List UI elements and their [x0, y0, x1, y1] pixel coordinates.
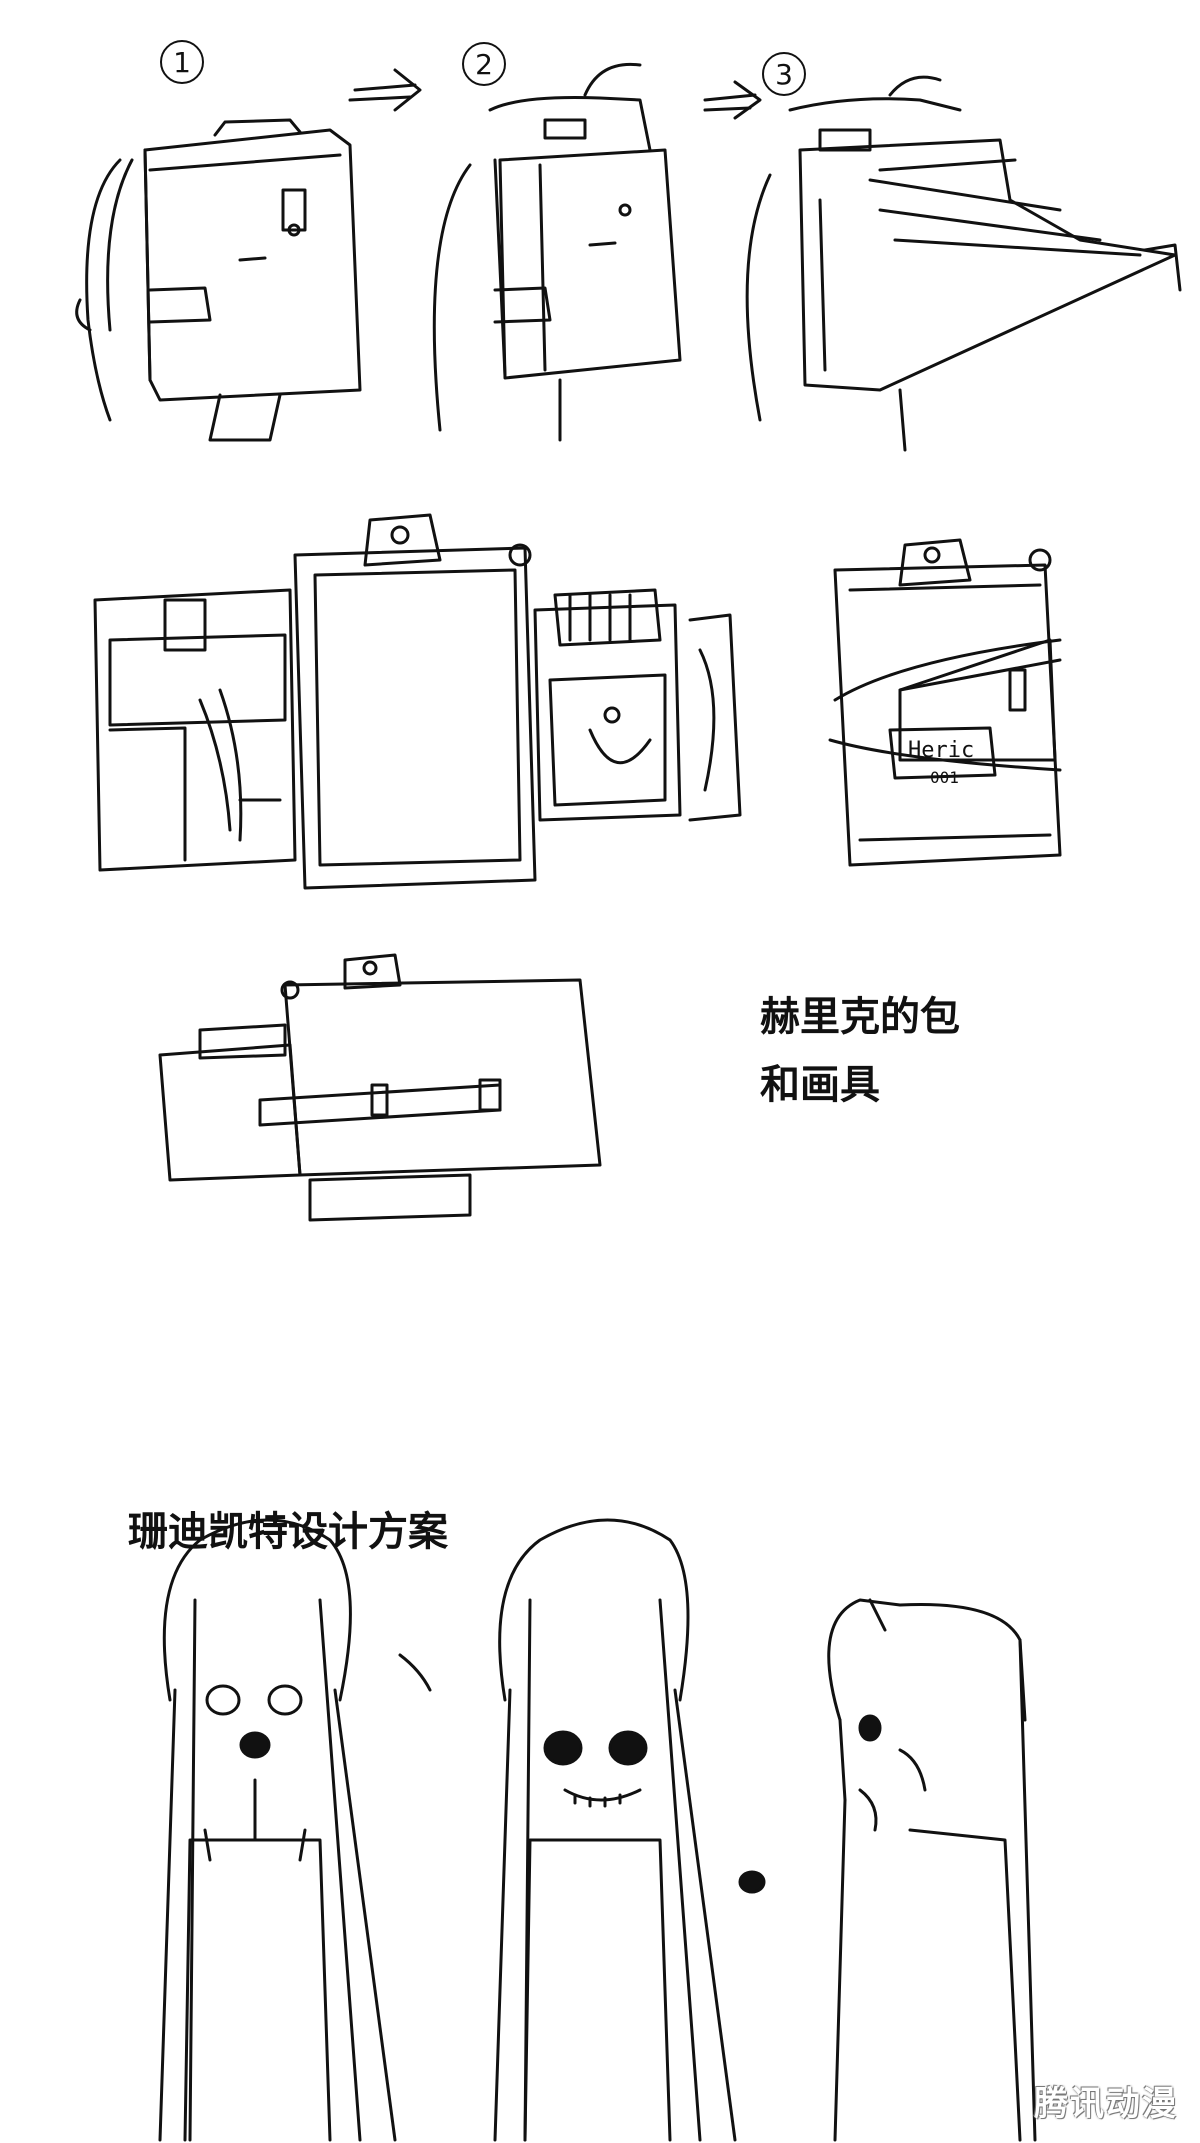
bag-unfolded-sketch: [93, 513, 742, 890]
backpack-step2-sketch: [432, 62, 682, 442]
backpack-step1-sketch: [75, 118, 362, 442]
step-number-2: 2: [462, 42, 506, 86]
bag-name-tag: Heric: [908, 738, 975, 763]
bag-tag-number: 001: [930, 768, 959, 787]
character-front-sketch-1: [158, 1518, 397, 2142]
sandikate-title: 珊迪凯特设计方案: [128, 1509, 448, 1555]
sketch-stroke: [398, 1653, 432, 1692]
bag-closed-tag-sketch: [828, 538, 1062, 867]
arrow-right-icon: [703, 80, 762, 120]
backpack-step3-sketch: [745, 75, 1182, 452]
watermark-logo: 腾讯动漫: [1034, 2084, 1178, 2124]
arrow-right-icon: [348, 68, 422, 112]
heric-caption-line2: 和画具: [760, 1062, 880, 1108]
step-number-1: 1: [160, 40, 204, 84]
heric-caption-line1: 赫里克的包: [760, 994, 960, 1040]
character-front-sketch-2: [493, 1518, 766, 2142]
character-side-sketch: [827, 1598, 1037, 2142]
bag-flat-strap-sketch: [158, 953, 602, 1222]
step-number-3: 3: [762, 52, 806, 96]
